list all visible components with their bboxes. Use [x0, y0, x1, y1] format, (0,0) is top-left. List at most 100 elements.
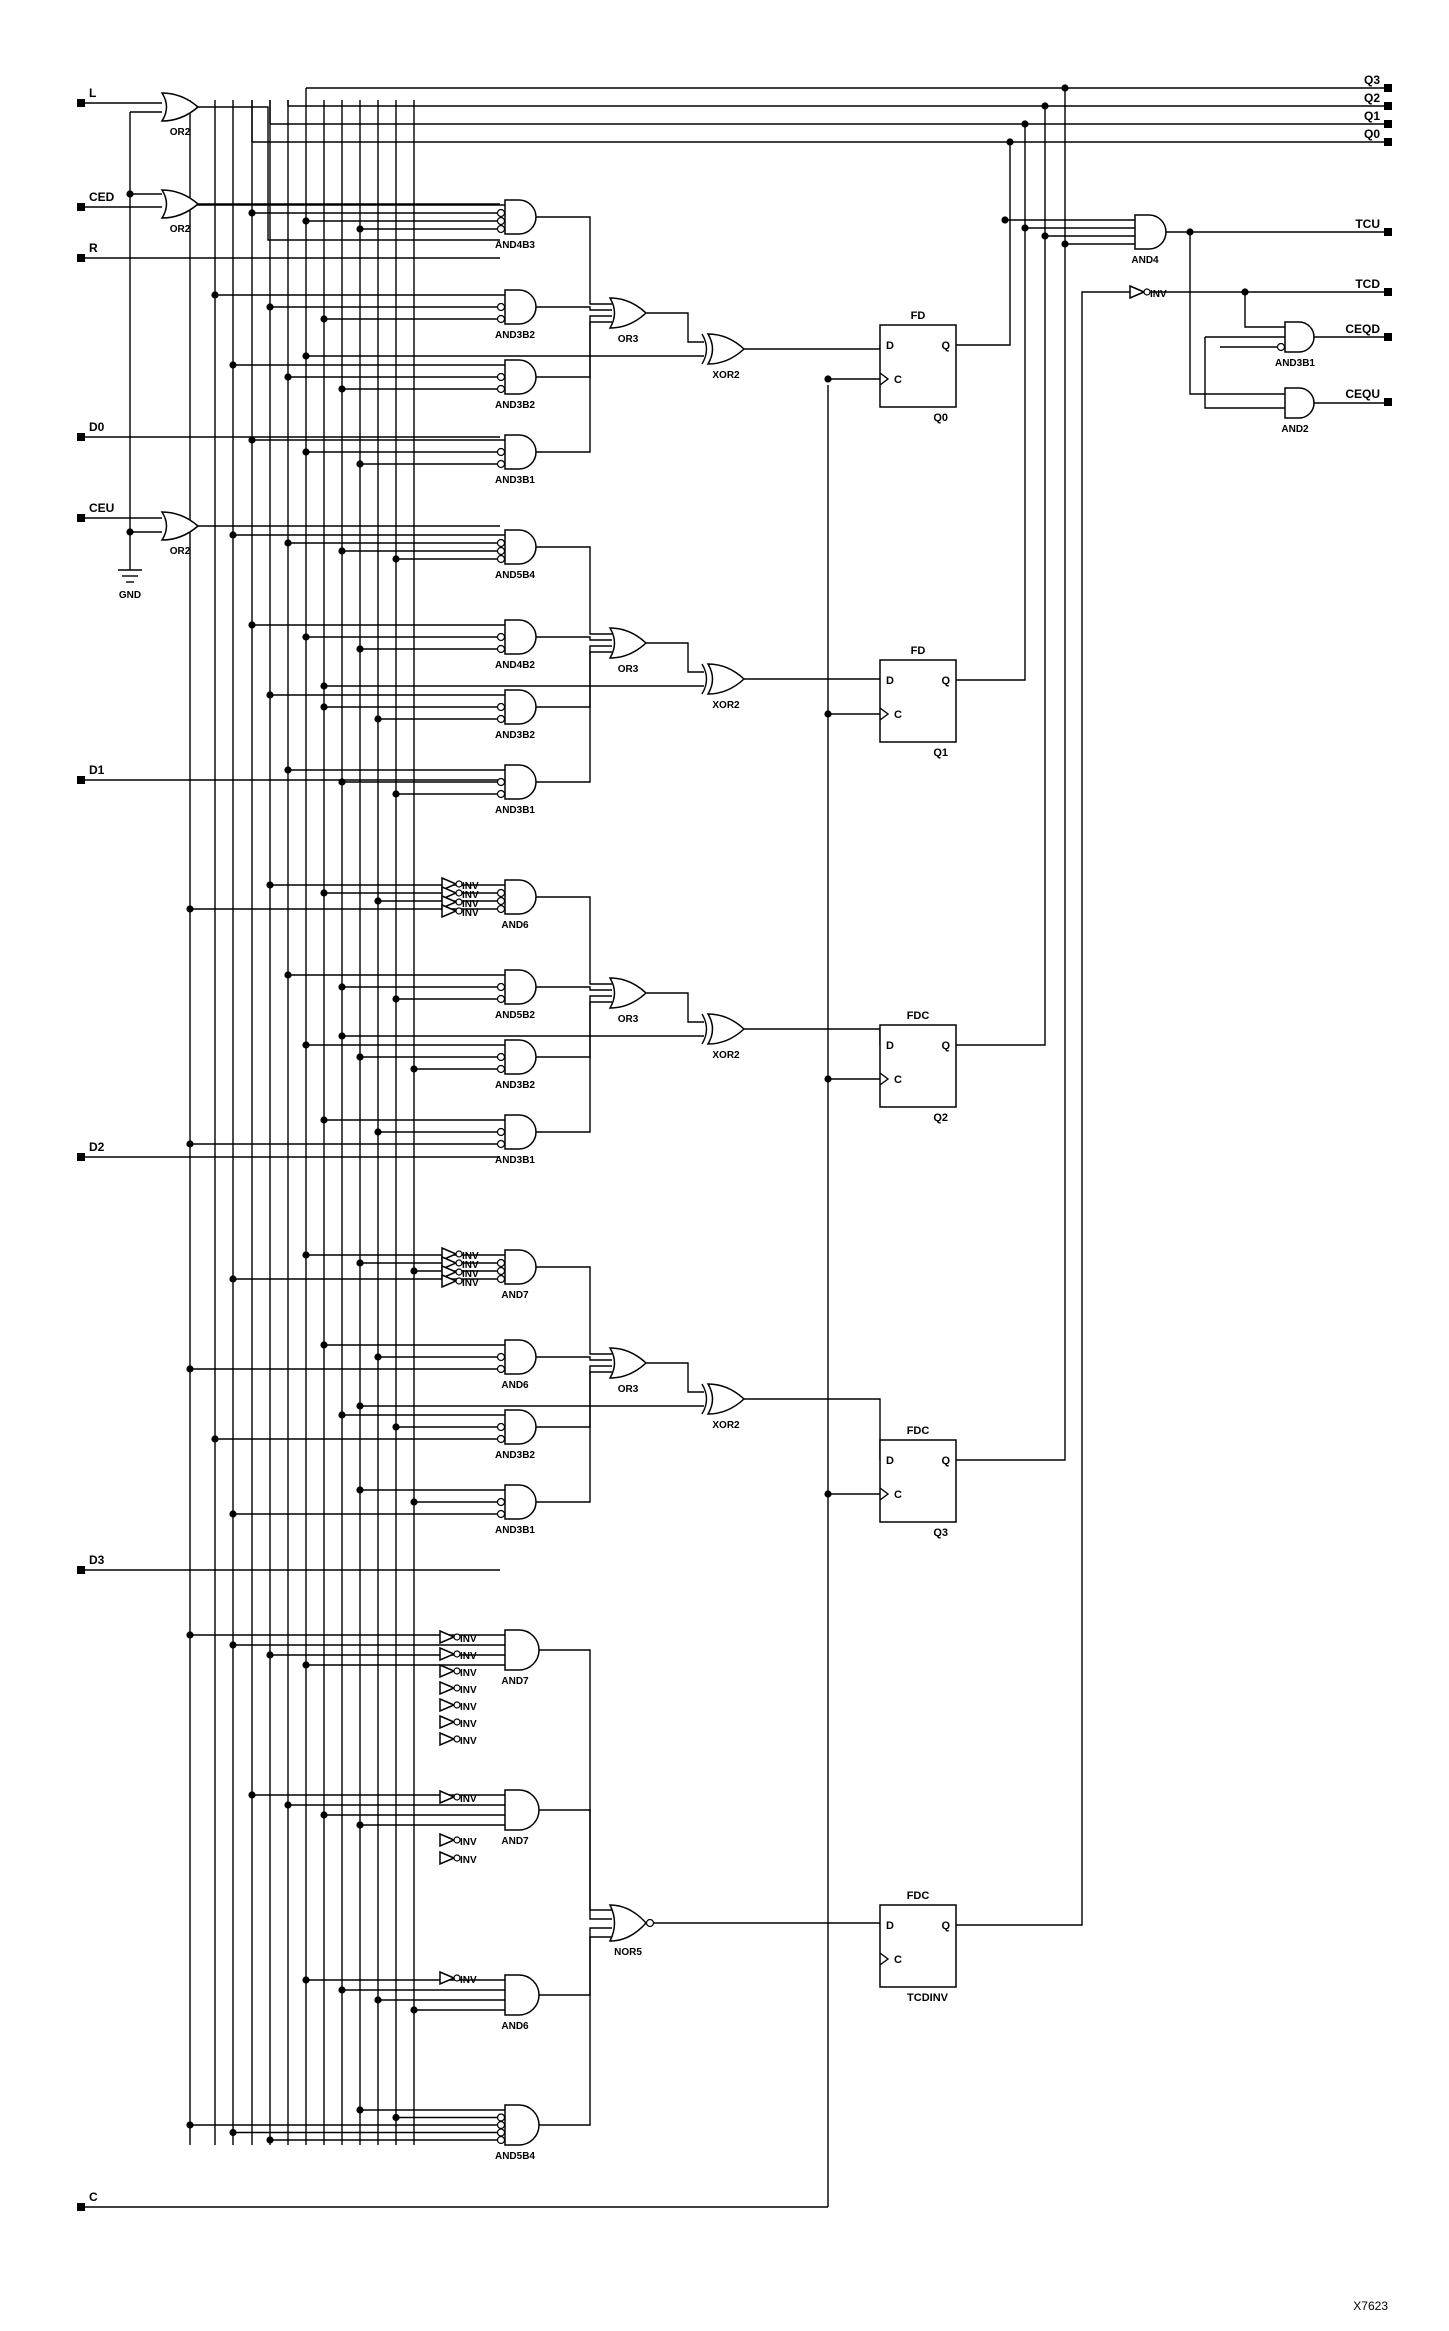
input-label-c: C — [89, 2190, 98, 2204]
and-gate — [504, 359, 537, 395]
inversion-bubble — [455, 880, 463, 888]
gate-label: XOR2 — [712, 1050, 740, 1061]
junction-dot — [302, 352, 310, 360]
input-label-ceu: CEU — [89, 501, 114, 515]
xor-arc — [701, 1383, 708, 1415]
gate-label: XOR2 — [712, 1420, 740, 1431]
inversion-bubble — [496, 459, 506, 469]
and-gate — [504, 1039, 537, 1075]
junction-dot — [392, 2113, 400, 2122]
inv-label: INV — [462, 1260, 479, 1271]
wire — [536, 321, 612, 453]
junction-dot — [1061, 84, 1069, 92]
junction-dot — [302, 1251, 310, 1259]
wire — [539, 1927, 612, 1996]
input-pin-d1 — [77, 776, 85, 784]
inversion-bubble — [455, 1259, 463, 1267]
junction-dot — [302, 1661, 310, 1669]
inversion-bubble — [496, 384, 506, 394]
gate-label: AND3B1 — [495, 475, 535, 486]
inverter — [439, 1789, 456, 1805]
ff-pin-d: D — [886, 1455, 894, 1467]
junction-dot — [410, 1267, 418, 1275]
output-label-q1: Q1 — [1364, 109, 1380, 123]
inversion-bubble — [1276, 342, 1286, 352]
junction-dot — [1041, 102, 1049, 110]
inversion-bubble — [496, 1139, 506, 1149]
junction-dot — [284, 373, 292, 381]
junction-dot — [374, 715, 382, 723]
and-gate — [1134, 214, 1167, 250]
input-label-d2: D2 — [89, 1140, 105, 1154]
input-label-r: R — [89, 241, 98, 255]
wire — [539, 1809, 612, 1920]
output-label-cequ: CEQU — [1345, 387, 1380, 401]
wire — [744, 678, 881, 680]
inversion-bubble — [496, 982, 506, 992]
gate-label: OR2 — [170, 127, 191, 138]
junction-dot — [1061, 240, 1069, 248]
labels: LCEDRD0CEUD1D2D3CQ3Q2Q1Q0TCUTCDCEQDCEQUO… — [89, 73, 1388, 2313]
inversion-bubble — [496, 1052, 506, 1062]
wire — [536, 1001, 612, 1133]
gate-label: AND2 — [1281, 424, 1309, 435]
ff-pin-c: C — [894, 1489, 902, 1501]
junction-dot — [338, 547, 346, 555]
input-pin-l — [77, 99, 85, 107]
input-label-l: L — [89, 86, 96, 100]
wire — [536, 995, 612, 1058]
inv-label: INV — [460, 1651, 477, 1662]
junction-dot — [229, 1510, 237, 1518]
gate-label: AND5B2 — [495, 1010, 535, 1021]
wire — [536, 636, 612, 641]
junction-dot — [211, 1435, 219, 1443]
wire — [536, 1371, 612, 1503]
gate-label: AND4 — [1131, 255, 1159, 266]
gate-label: OR3 — [618, 664, 639, 675]
clock-wedge — [879, 1072, 890, 1086]
wire — [536, 1266, 612, 1355]
ff-type: FDC — [907, 1890, 930, 1902]
input-pin-d3 — [77, 1566, 85, 1574]
wire — [536, 651, 612, 783]
inverter — [439, 1832, 456, 1848]
inverter — [439, 1663, 456, 1679]
junction-dot — [302, 1041, 310, 1049]
output-pin-q1 — [1384, 120, 1392, 128]
inversion-bubble — [496, 372, 506, 382]
and-gate — [504, 2104, 540, 2146]
xor-gate — [706, 663, 746, 695]
or-gate — [160, 92, 200, 122]
junction-dot — [1041, 232, 1049, 240]
junction-dot — [126, 528, 134, 536]
junction-dot — [356, 2106, 364, 2114]
inv-label: INV — [462, 1278, 479, 1289]
junction-dot — [302, 1976, 310, 1984]
wire — [198, 106, 500, 241]
gate-label: OR3 — [618, 1384, 639, 1395]
inversion-bubble — [453, 1793, 461, 1801]
input-pin-r — [77, 254, 85, 262]
inversion-bubble — [496, 1364, 506, 1374]
inversion-bubble — [496, 546, 506, 556]
junction-dot — [338, 778, 346, 786]
flip-flop — [879, 1439, 957, 1523]
inv-label: INV — [462, 908, 479, 919]
inversion-bubble — [453, 1718, 461, 1726]
inverter — [441, 885, 458, 901]
xor-arc — [701, 663, 708, 695]
junction-dot — [338, 983, 346, 991]
or-gate — [608, 297, 648, 329]
junction-dot — [374, 1353, 382, 1361]
junction-dot — [284, 766, 292, 774]
inverter — [441, 876, 458, 892]
input-label-ced: CED — [89, 190, 115, 204]
junction-dot — [186, 1365, 194, 1373]
xor-gate — [706, 1383, 746, 1415]
input-label-d1: D1 — [89, 763, 105, 777]
input-pin-d0 — [77, 433, 85, 441]
inversion-bubble — [496, 2113, 506, 2122]
wire — [646, 312, 704, 343]
and-gate — [504, 619, 537, 655]
inversion-bubble — [496, 632, 506, 642]
